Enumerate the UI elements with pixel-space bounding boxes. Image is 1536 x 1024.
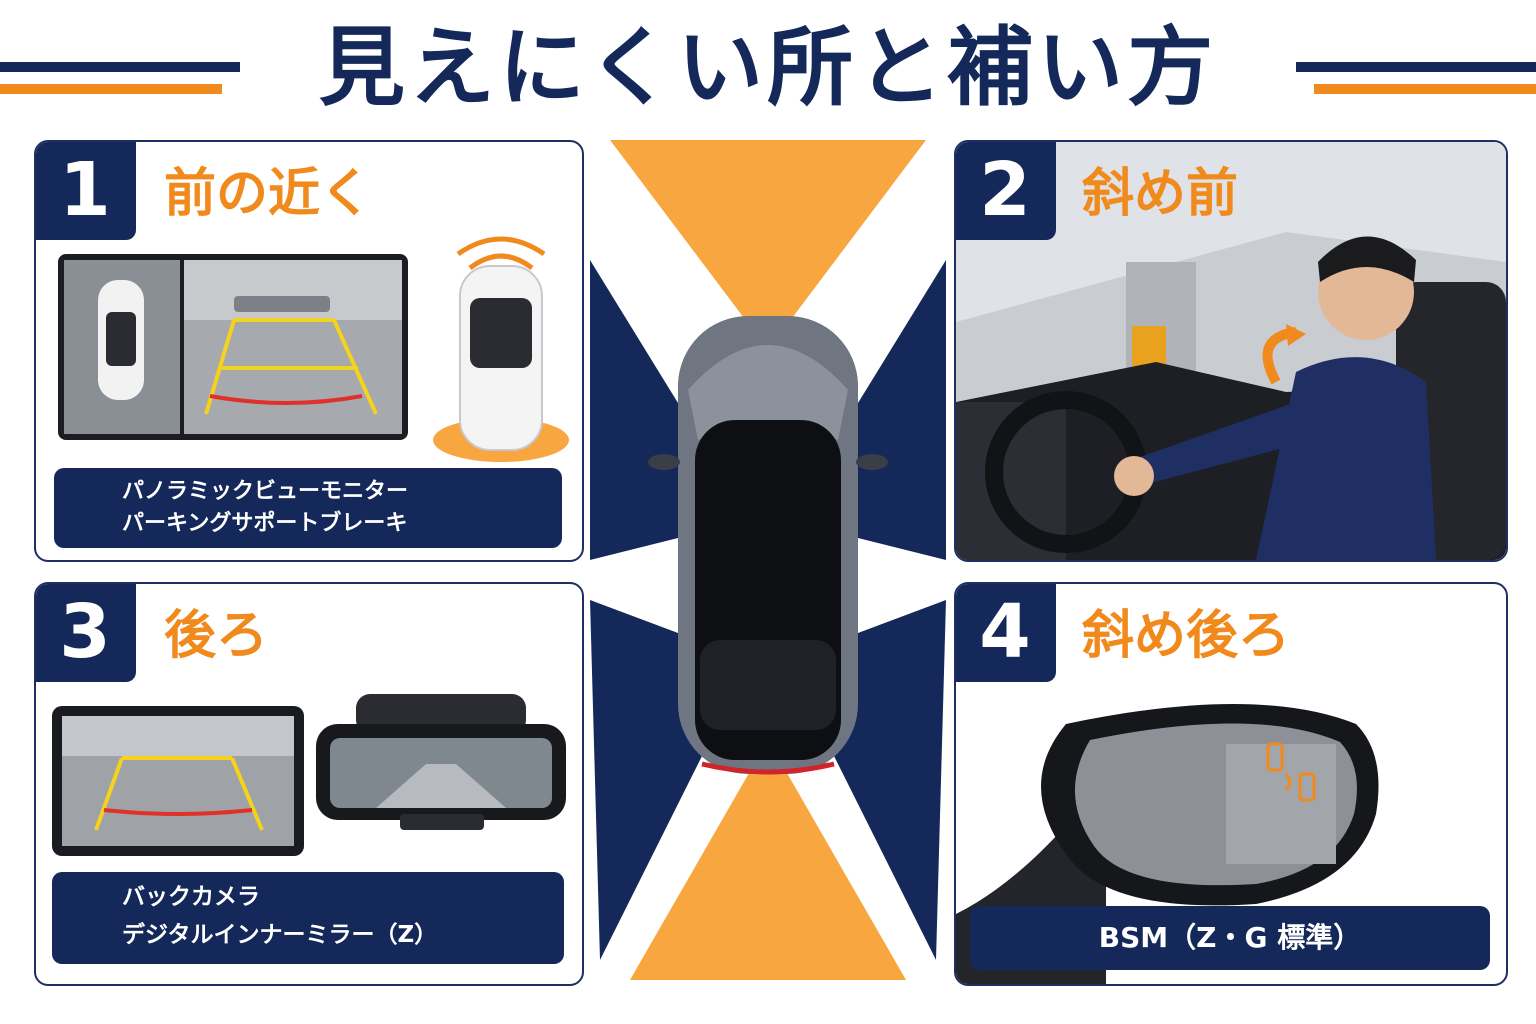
feature-label: デジタルインナーミラー（Z） [122,922,438,948]
feature-label: バックカメラ [122,884,260,910]
feature-label: パノラミックビューモニター [122,479,409,504]
panel-number: 3 [36,584,136,682]
driver-view-image [956,142,1506,560]
panel-diagonal-rear: 4 斜め後ろ BSM（Z・G 標準） [954,582,1508,986]
panel-number: 4 [956,584,1056,682]
panel-title: 前の近く [164,164,373,224]
panel-front-near: 1 前の近く パノラミックビューモニター パーキングサポートブレーキ [34,140,584,562]
parking-sensor-car-image [433,236,569,462]
panel-number: 1 [36,142,136,240]
blind-zone-rear [630,740,906,980]
panel-diagonal-front: 2 斜め前 [954,140,1508,562]
panoramic-monitor-image [58,254,408,440]
feature-label: パーキングサポートブレーキ [122,511,408,536]
car-top-view [648,316,888,775]
center-car-illustration [590,140,946,980]
feature-label-box: BSM（Z・G 標準） [970,906,1490,970]
digital-inner-mirror-image [316,694,566,830]
panel-title: 斜め後ろ [1082,606,1291,666]
panel-title: 後ろ [164,606,269,666]
blind-zone-front [610,140,926,350]
feature-label: BSM（Z・G 標準） [1098,921,1362,954]
title-bar-left-navy [0,62,240,72]
feature-label-box: パノラミックビューモニター パーキングサポートブレーキ [54,468,562,548]
title-bar-right-orange [1314,84,1536,94]
feature-label-box: バックカメラ デジタルインナーミラー（Z） [52,872,564,964]
page-title: 見えにくい所と補い方 [318,18,1218,118]
side-mirror-bsm-image [956,704,1379,984]
panel-rear: 3 後ろ バックカメラ デジタルインナーミラー（Z） [34,582,584,986]
title-bar-left-orange [0,84,222,94]
title-bar-right-navy [1296,62,1536,72]
back-camera-monitor-image [52,706,304,856]
panel-title: 斜め前 [1082,164,1239,224]
panel-number: 2 [956,142,1056,240]
